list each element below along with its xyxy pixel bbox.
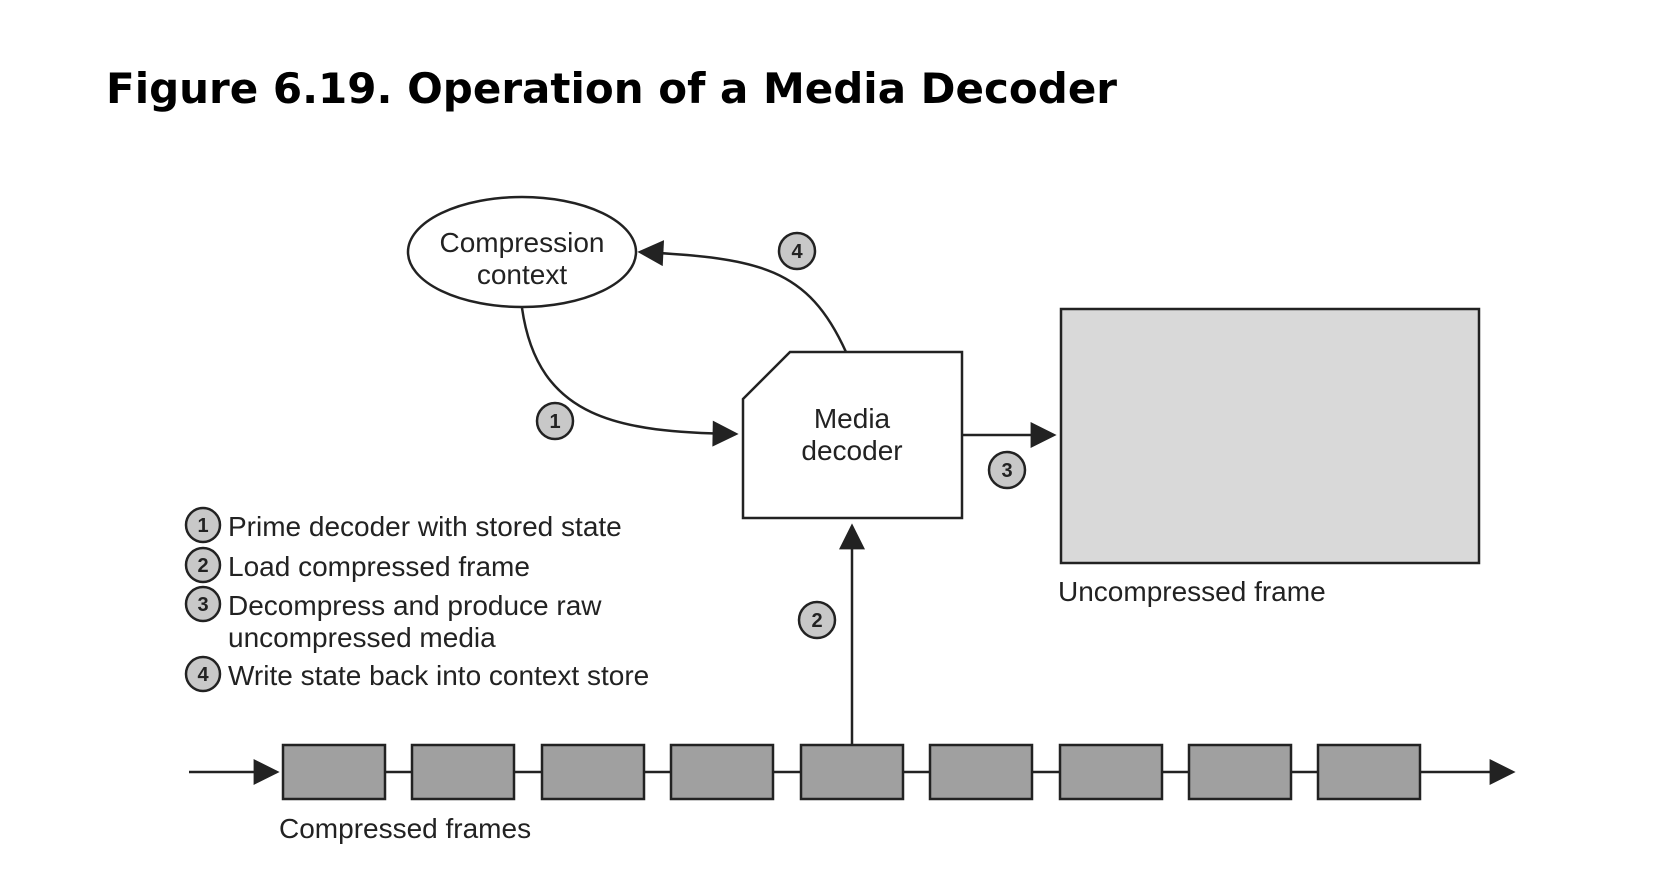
compressed-frame [1316,743,1422,801]
legend-text: Write state back into context store [228,660,649,691]
legend-text: Decompress and produce raw [228,590,602,621]
compressed-frames-caption: Compressed frames [279,813,531,844]
legend-item-3: 3 Decompress and produce raw uncompresse… [184,585,602,653]
arrow-write-state [637,240,848,353]
compressed-frame [1187,743,1293,801]
figure-title: Figure 6.19. Operation of a Media Decode… [106,64,1118,113]
step-badge-number: 2 [811,610,822,632]
uncompressed-frame-caption: Uncompressed frame [1058,576,1326,607]
legend-text: Prime decoder with stored state [228,511,622,542]
legend-text-continued: uncompressed media [228,622,496,653]
media-decoder-label-line1: Media [814,403,891,434]
step-badge-2: 2 [797,600,837,640]
step-badge-number: 4 [791,241,803,263]
compressed-frame [669,743,775,801]
compressed-frame-current [799,743,905,801]
legend-number: 4 [197,664,209,686]
steps-legend: 1 Prime decoder with stored state 2 Load… [184,506,649,693]
compressed-frame [410,743,516,801]
compressed-frame [281,743,387,801]
media-decoder-node: Media decoder [741,350,964,520]
legend-item-1: 1 Prime decoder with stored state [184,506,622,544]
step-badge-number: 1 [549,411,560,433]
step-badge-number: 3 [1001,460,1012,482]
compressed-frames-strip [189,743,1516,801]
step-badge-3: 3 [987,450,1027,490]
arrow-prime-decoder [520,307,739,447]
legend-number: 2 [197,555,208,577]
uncompressed-frame-box [1059,307,1481,565]
step-badge-1: 1 [535,401,575,441]
media-decoder-label-line2: decoder [801,435,902,466]
compression-context-label-line1: Compression [440,227,605,258]
compression-context-node: Compression context [406,195,638,309]
compressed-frame [928,743,1034,801]
compression-context-label-line2: context [477,259,567,290]
compressed-frame [1058,743,1164,801]
legend-number: 3 [197,594,208,616]
legend-text: Load compressed frame [228,551,530,582]
step-badge-4: 4 [777,231,817,271]
compressed-frame [540,743,646,801]
legend-number: 1 [197,515,208,537]
legend-item-2: 2 Load compressed frame [184,546,530,584]
legend-item-4: 4 Write state back into context store [184,655,649,693]
